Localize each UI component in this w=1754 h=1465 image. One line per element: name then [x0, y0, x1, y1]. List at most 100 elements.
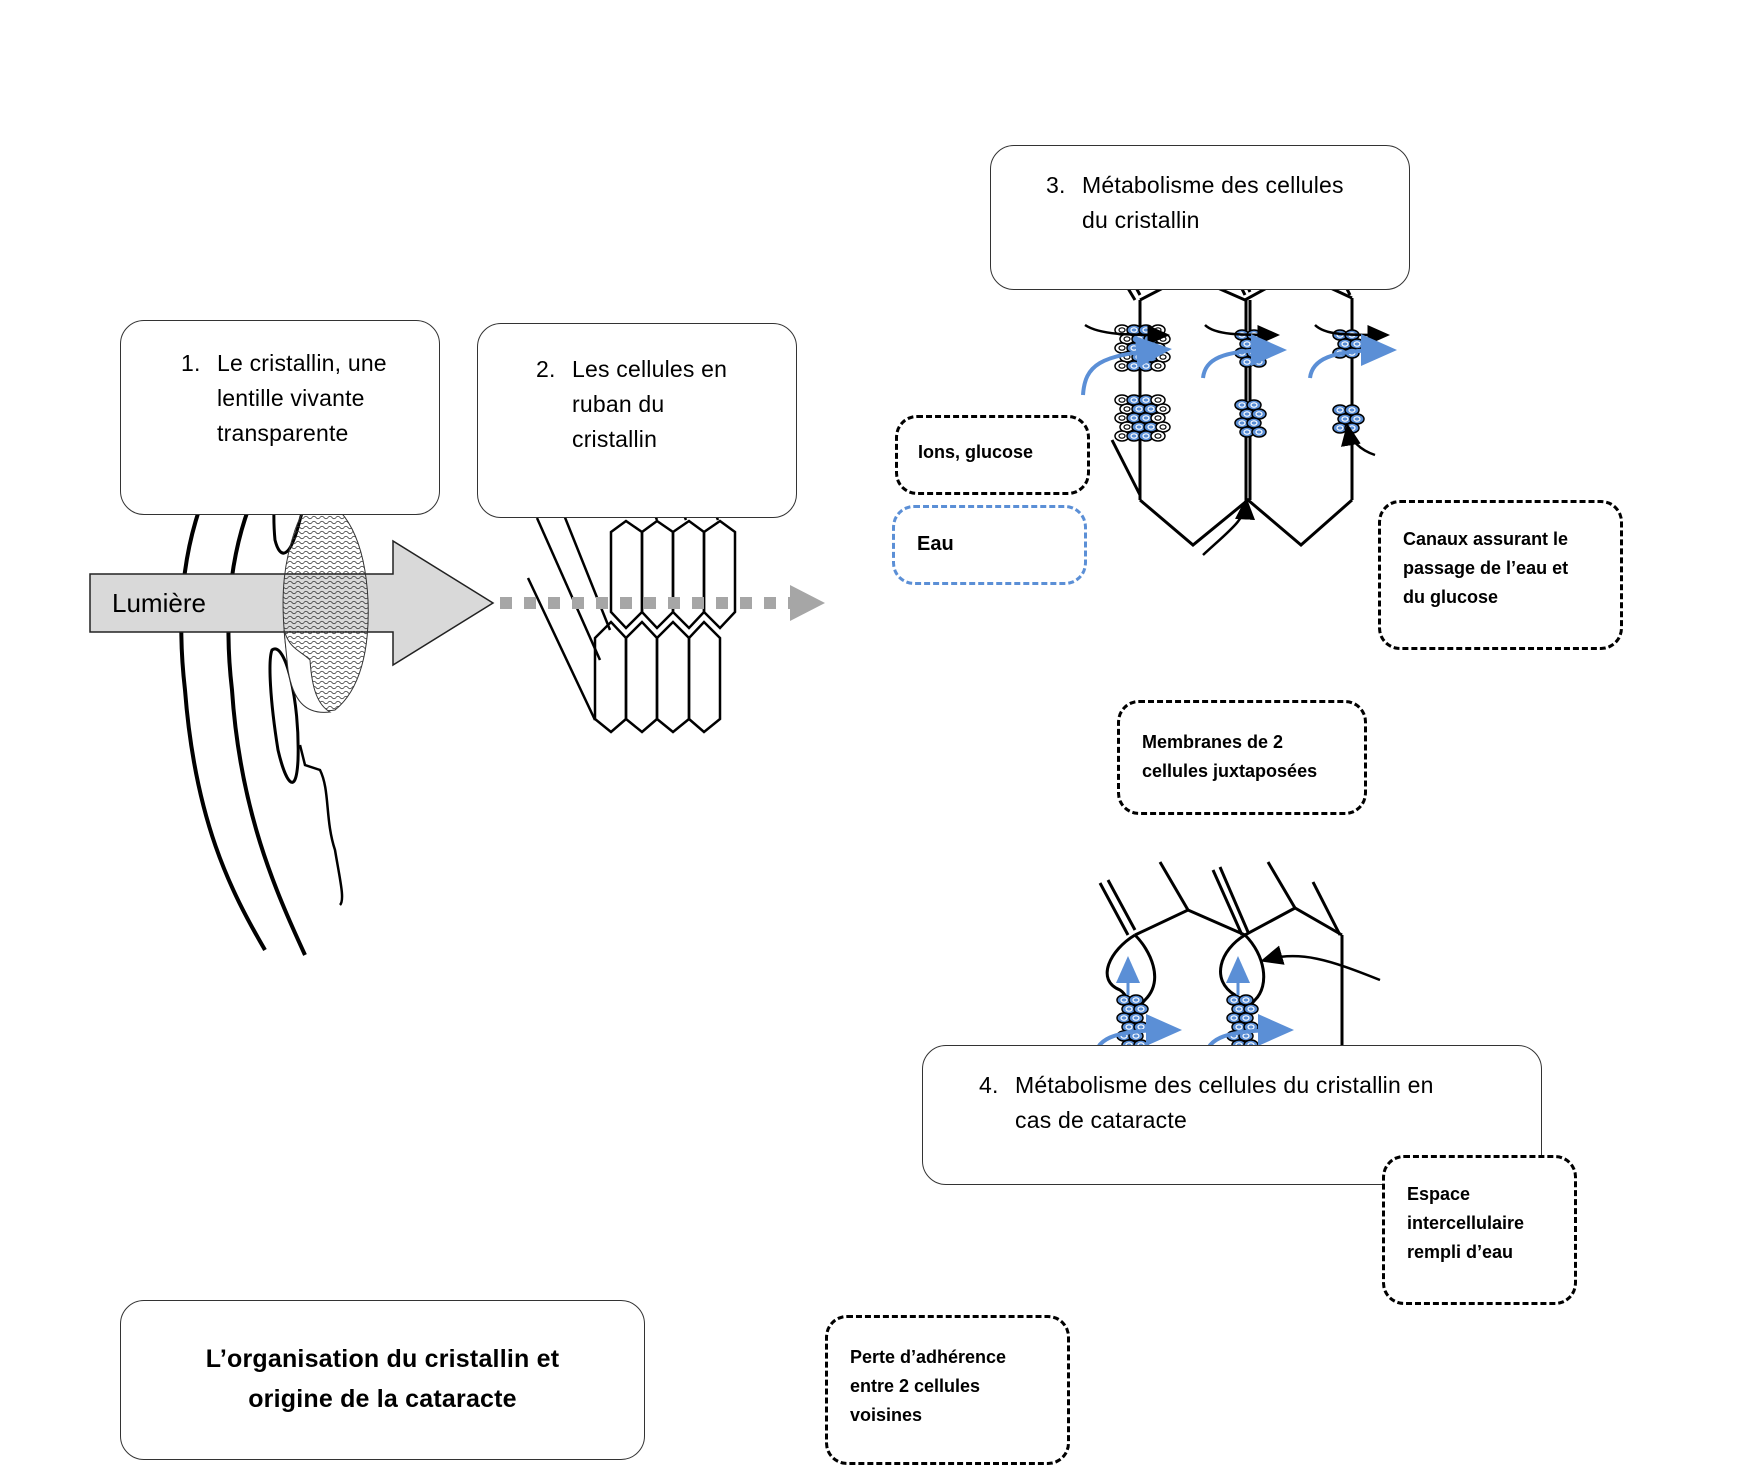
callout-membranes-line1: Membranes de 2 [1142, 732, 1284, 752]
callout-channels-line2: passage de l’eau et [1403, 558, 1569, 578]
channel-pore-icon [1120, 997, 1128, 1003]
channel-pore-icon [1341, 416, 1349, 422]
panel-2-title: 2.Les cellules en ruban du cristallin [477, 323, 797, 518]
callout-space-line2: intercellulaire [1407, 1213, 1525, 1233]
channel-pore-icon [1154, 433, 1162, 439]
channel-pore-icon [1348, 407, 1356, 413]
channel-protein-icon [1251, 356, 1267, 368]
main-title-line2: origine de la cataracte [248, 1385, 517, 1413]
channel-pore-icon [1142, 415, 1150, 421]
channel-pore-icon [1118, 415, 1126, 421]
channel-pore-icon [1125, 1024, 1133, 1030]
channel-pore-icon [1242, 1015, 1250, 1021]
callout-ions-glucose: Ions, glucose [895, 415, 1090, 495]
panel-4-number: 4. [979, 1072, 999, 1098]
panel-4-title: 4. Métabolisme des cellules du cristallin… [922, 1045, 1542, 1185]
callout-ions-text: Ions, glucose [918, 442, 1034, 462]
channel-pore-icon [1242, 1033, 1250, 1039]
channel-pore-icon [1142, 433, 1150, 439]
callout-membranes: Membranes de 2 cellules juxtaposées [1117, 700, 1367, 815]
channel-pore-icon [1147, 424, 1155, 430]
channel-pore-icon [1243, 359, 1251, 365]
channel-pore-icon [1147, 406, 1155, 412]
callout-channels: Canaux assurant le passage de l’eau et d… [1378, 500, 1623, 650]
transport-arrows [1081, 323, 1397, 556]
channel-pore-icon [1142, 397, 1150, 403]
callout-channels-line1: Canaux assurant le [1403, 529, 1569, 549]
channel-pore-icon [1135, 406, 1143, 412]
callout-space-line1: Espace [1407, 1184, 1471, 1204]
channel-pore-icon [1137, 1006, 1145, 1012]
channel-protein-icon [1150, 430, 1166, 442]
channel-pore-icon [1130, 415, 1138, 421]
channel-protein-icon [1344, 422, 1360, 434]
channel-pore-icon [1123, 336, 1131, 342]
panel-2-line3: cristallin [572, 426, 658, 452]
panel-2-number: 2. [536, 356, 556, 382]
channel-pore-icon [1130, 327, 1138, 333]
callout-water-text: Eau [917, 533, 954, 555]
main-title-box: L’organisation du cristallin et origine … [120, 1300, 645, 1460]
callout-intercellular-space: Espace intercellulaire rempli d’eau [1382, 1155, 1577, 1305]
callout-channels-line3: du glucose [1403, 587, 1499, 607]
callout-adhesion-loss: Perte d’adhérence entre 2 cellules voisi… [825, 1315, 1070, 1465]
channel-clusters [1114, 324, 1365, 442]
panel-3-title: 3.Métabolisme des cellules du cristallin [990, 145, 1410, 290]
channel-pore-icon [1341, 341, 1349, 347]
channel-pore-icon [1353, 341, 1361, 347]
channel-pore-icon [1118, 327, 1126, 333]
lens-clear-part [283, 629, 332, 713]
panel-1-line2: lentille vivante [217, 385, 365, 411]
channel-pore-icon [1353, 416, 1361, 422]
channel-pore-icon [1243, 411, 1251, 417]
channel-pore-icon [1242, 997, 1250, 1003]
channel-pore-icon [1132, 1033, 1140, 1039]
channel-protein-icon [1150, 360, 1166, 372]
panel-4-line2: cas de cataracte [1015, 1107, 1187, 1133]
channel-pore-icon [1130, 397, 1138, 403]
channel-pore-icon [1118, 433, 1126, 439]
channel-pore-icon [1135, 424, 1143, 430]
channel-pore-icon [1132, 1015, 1140, 1021]
callout-membranes-line2: cellules juxtaposées [1142, 761, 1318, 781]
channel-pore-icon [1118, 363, 1126, 369]
callout-adhesion-line3: voisines [850, 1405, 923, 1425]
callout-water: Eau [892, 505, 1087, 585]
panel-3-line1: Métabolisme des cellules [1082, 172, 1344, 198]
channel-pore-icon [1159, 424, 1167, 430]
channel-pore-icon [1243, 429, 1251, 435]
panel-4-line1: Métabolisme des cellules du cristallin e… [1015, 1072, 1434, 1098]
dotted-arrow [500, 585, 825, 621]
channel-pore-icon [1120, 1015, 1128, 1021]
callout-space-line3: rempli d’eau [1407, 1242, 1514, 1262]
channel-pore-icon [1125, 1006, 1133, 1012]
channel-pore-icon [1243, 341, 1251, 347]
channel-pore-icon [1235, 1006, 1243, 1012]
channel-pore-icon [1123, 424, 1131, 430]
channel-pore-icon [1235, 1024, 1243, 1030]
channel-pore-icon [1118, 397, 1126, 403]
panel-3-line2: du cristallin [1082, 207, 1200, 233]
channel-pore-icon [1230, 1015, 1238, 1021]
channel-pore-icon [1159, 406, 1167, 412]
channel-pore-icon [1130, 433, 1138, 439]
callout-adhesion-line2: entre 2 cellules [850, 1376, 981, 1396]
callout-adhesion-line1: Perte d’adhérence [850, 1347, 1007, 1367]
channel-pore-icon [1238, 402, 1246, 408]
channel-pore-icon [1154, 397, 1162, 403]
channel-pore-icon [1255, 411, 1263, 417]
ciliary-lower [298, 744, 344, 906]
diagram-canvas [89, 224, 1397, 1182]
panel-1-line1: Le cristallin, une [217, 350, 387, 376]
panel-1-number: 1. [181, 350, 201, 376]
panel-1-title: 1. Le cristallin, une lentille vivante tr… [120, 320, 440, 515]
main-title-line1: L’organisation du cristallin et [205, 1345, 560, 1373]
channel-pore-icon [1247, 1006, 1255, 1012]
channel-pore-icon [1230, 997, 1238, 1003]
channel-pore-icon [1154, 415, 1162, 421]
panel-2-line2: ruban du [572, 391, 665, 417]
eye-diagram [89, 388, 495, 956]
channel-pore-icon [1123, 406, 1131, 412]
channel-pore-icon [1238, 420, 1246, 426]
panel-1-line3: transparente [217, 420, 349, 446]
